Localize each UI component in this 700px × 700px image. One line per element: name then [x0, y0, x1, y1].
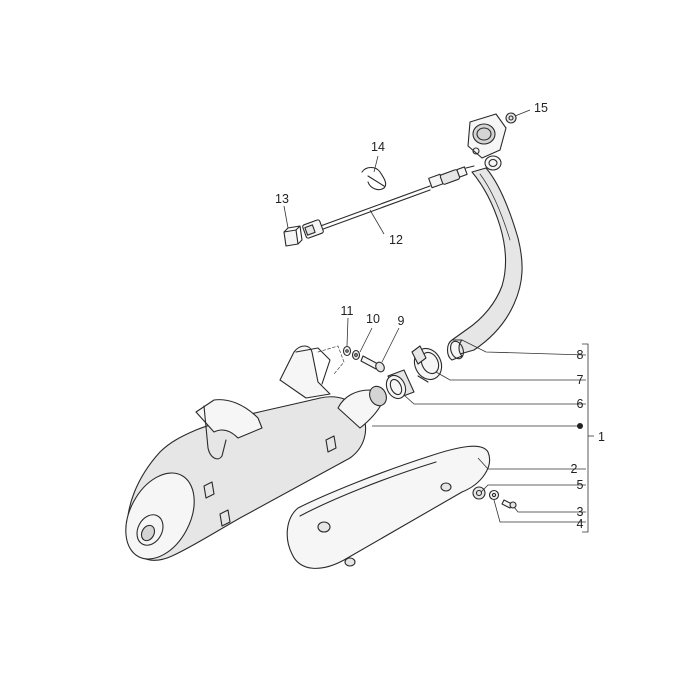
bolt-part-9: [360, 355, 385, 373]
washer-part-11: [342, 345, 352, 357]
callout-5: 5: [577, 478, 584, 492]
callout-1: 1: [598, 430, 605, 444]
connector-part-13: [283, 225, 303, 247]
screw-part-3: [501, 499, 517, 509]
silencer-part-1: [125, 345, 387, 561]
callout-15: 15: [534, 101, 548, 115]
leader-lines: [283, 109, 594, 533]
callout-11: 11: [341, 304, 354, 318]
callout-13: 13: [275, 192, 289, 206]
washer-part-10: [351, 349, 361, 361]
clamp-part-7: [411, 345, 443, 383]
callout-2: 2: [571, 462, 578, 476]
bush-part-5: [472, 486, 486, 500]
header-pipe-part-8: [446, 113, 523, 361]
callout-8: 8: [577, 348, 584, 362]
callout-6: 6: [577, 397, 584, 411]
washer-part-4: [488, 489, 500, 501]
cable-clip-part-14: [361, 166, 387, 191]
lambda-sensor-part-12: [302, 165, 475, 239]
callout-7: 7: [577, 373, 584, 387]
gasket-sleeve-part-6: [385, 369, 415, 400]
callout-12: 12: [389, 233, 403, 247]
callout-3: 3: [577, 505, 584, 519]
callout-9: 9: [398, 314, 405, 328]
nut-part-15: [505, 112, 517, 124]
callout-14: 14: [371, 140, 385, 154]
callout-4: 4: [577, 517, 584, 531]
heat-shield-part-2: [286, 445, 490, 569]
callout-10: 10: [366, 312, 380, 326]
callout-labels: 1 2 3 4 5 6 7 8 9 10 11 12 13 14 15: [275, 101, 605, 531]
